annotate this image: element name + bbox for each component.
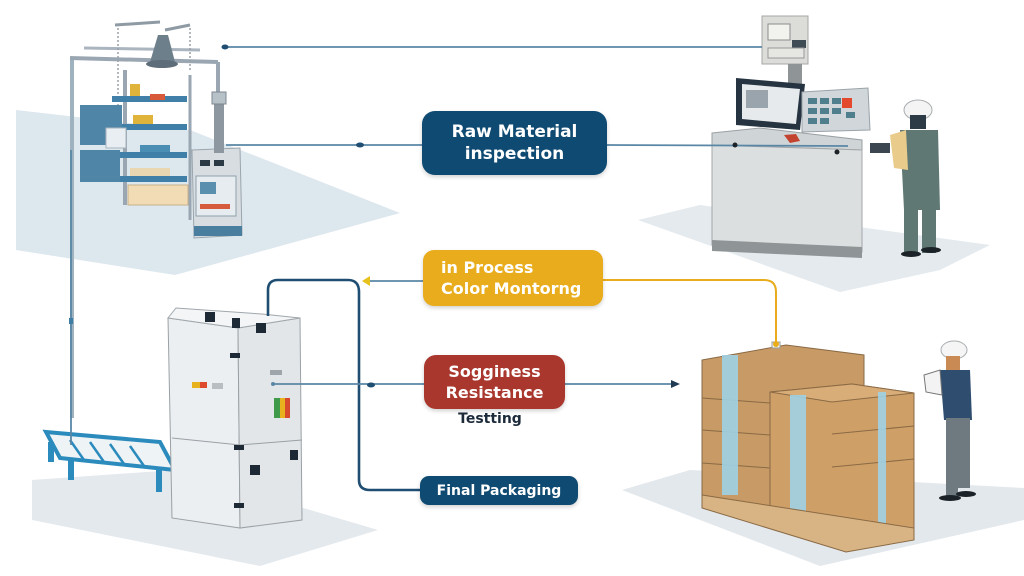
stage-in-process-color-monitoring: in Process Color Montorng [423,250,603,306]
stage-label-line: Sogginess [448,362,541,381]
stage-sogginess-resistance: Sogginess Resistance [424,355,565,409]
connector-color-right [603,279,777,344]
stage-final-packaging: Final Packaging [420,476,578,505]
connector-dot [271,382,275,386]
pallet-boxes-illustration [701,340,976,553]
connector-lines [69,44,849,492]
stage-label-line: Final Packaging [436,482,562,499]
connector-dot [367,382,375,388]
stage-raw-material-inspection: Raw Material inspection [422,111,607,175]
shelving-rack-illustration [69,20,243,418]
arrowhead-yellow [362,276,370,286]
stage-label-line: Resistance [445,383,544,402]
stage-label-line: in Process [441,258,534,277]
connector-raw-right [606,144,849,147]
stage-sogginess-sublabel: Testting [458,411,522,427]
connector-dot [356,142,364,148]
stage-label-line: Raw Material [451,122,578,142]
processing-cabinet-illustration [42,307,303,529]
connector-dot [221,44,229,50]
stage-label-line: inspection [464,144,565,164]
stage-label-line: Color Montorng [441,279,582,298]
connector-dot [732,142,738,148]
inspection-console-illustration [711,15,941,258]
connector-dot [834,149,840,155]
connector-navy-loop [266,278,420,492]
arrowhead-navy [671,380,680,388]
